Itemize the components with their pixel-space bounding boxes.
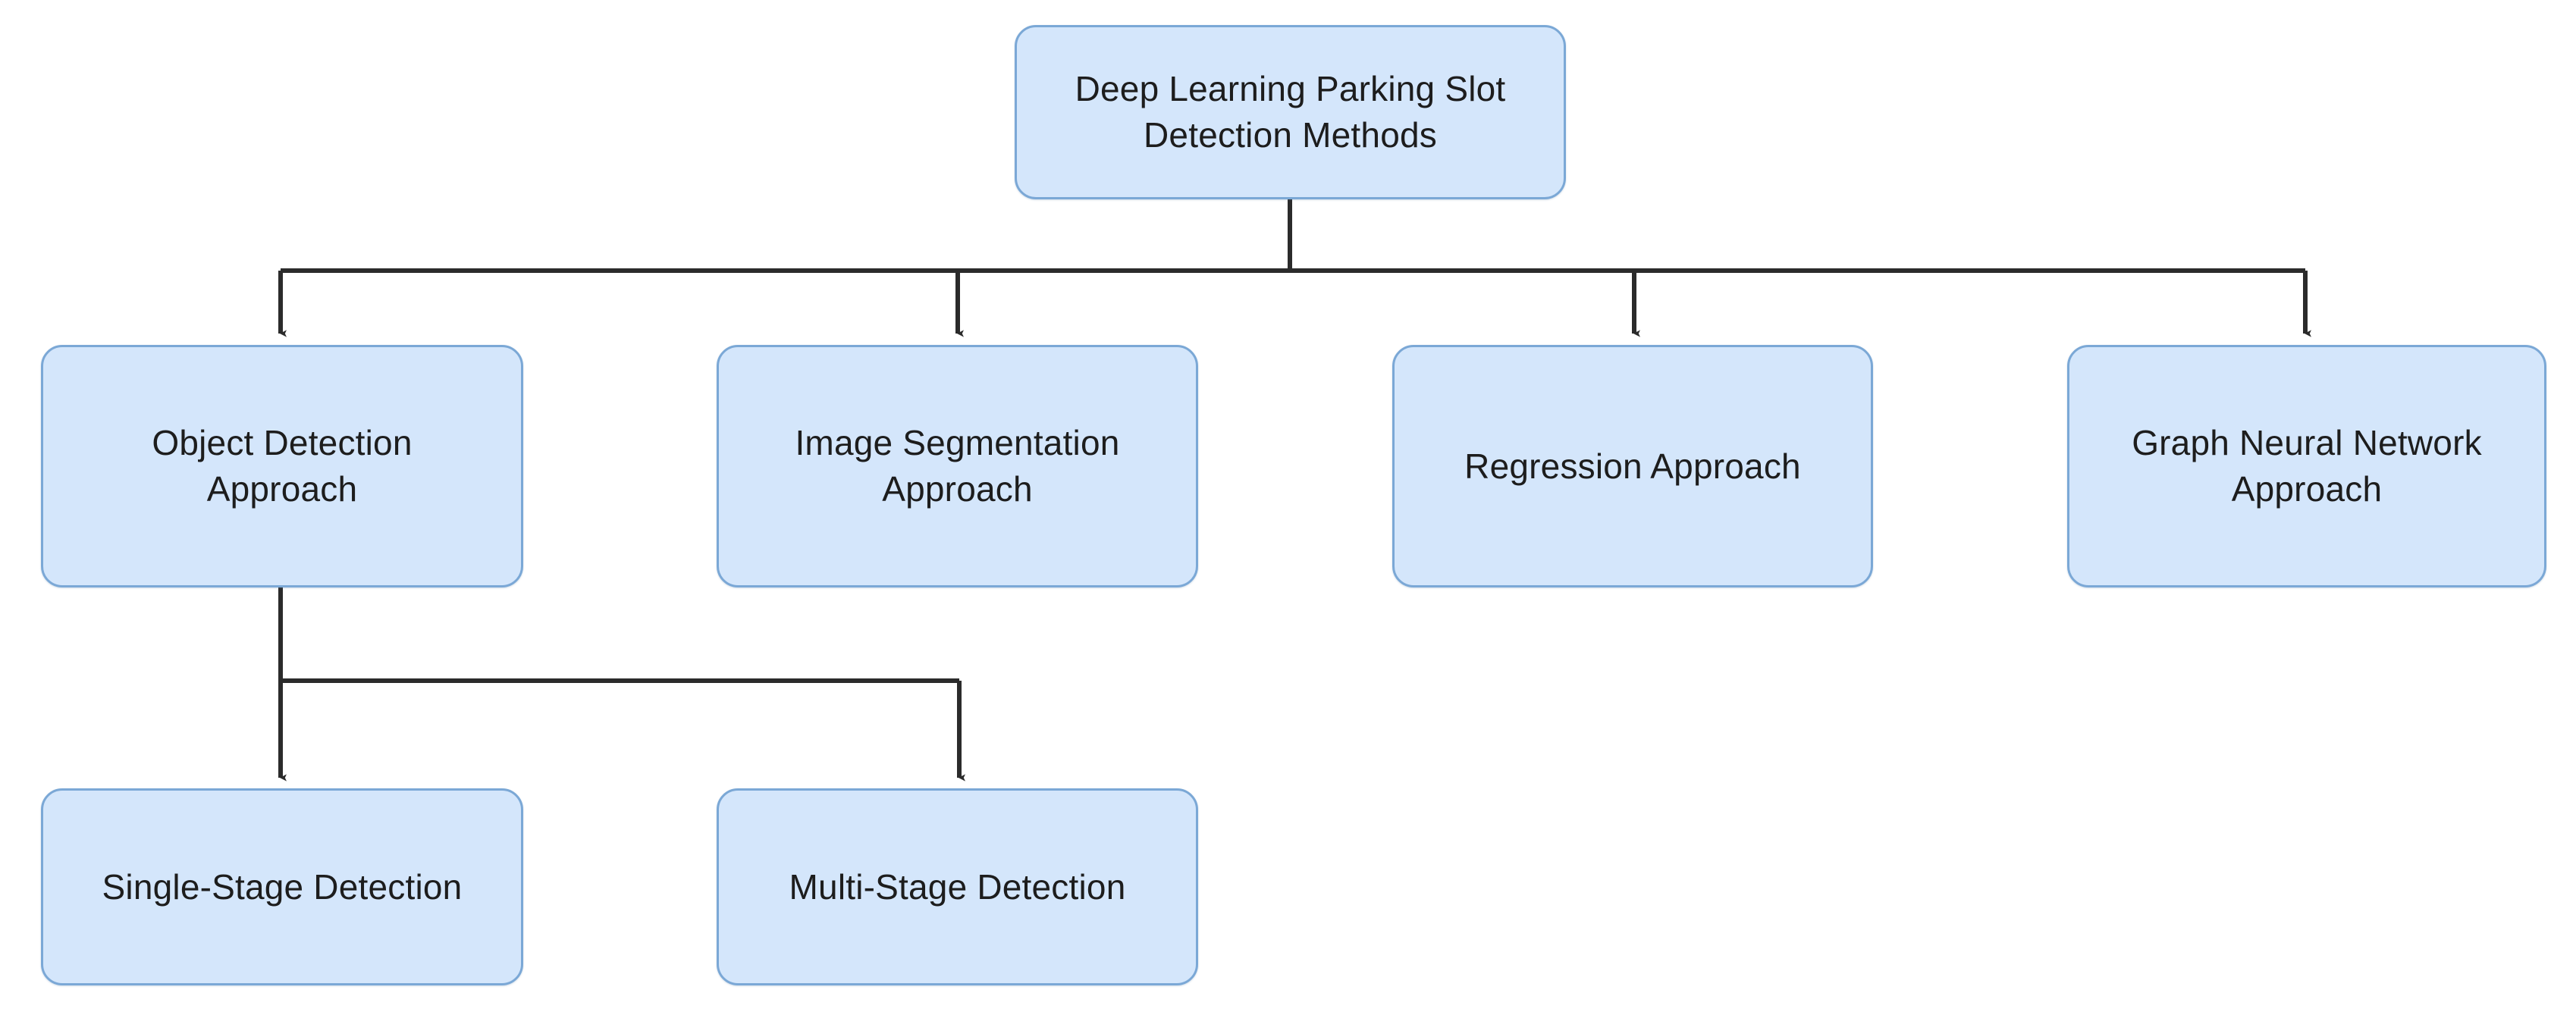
node-image-segmentation-approach[interactable]: Image Segmentation Approach — [717, 345, 1198, 587]
node-single-stage-detection-label: Single-Stage Detection — [102, 866, 463, 907]
node-regression-approach-label: Regression Approach — [1464, 446, 1801, 486]
node-root-label: Deep Learning Parking Slot Detection Met… — [1075, 69, 1506, 155]
node-single-stage-detection[interactable]: Single-Stage Detection — [41, 788, 523, 985]
node-multi-stage-detection[interactable]: Multi-Stage Detection — [717, 788, 1198, 985]
node-image-segmentation-approach-label: Image Segmentation Approach — [795, 423, 1120, 509]
node-regression-approach[interactable]: Regression Approach — [1392, 345, 1873, 587]
node-root[interactable]: Deep Learning Parking Slot Detection Met… — [1015, 25, 1566, 199]
node-graph-neural-network-approach[interactable]: Graph Neural Network Approach — [2067, 345, 2546, 587]
node-multi-stage-detection-label: Multi-Stage Detection — [789, 866, 1126, 907]
edge-root-to-level1 — [278, 199, 2311, 337]
edge-object-detection-to-level2 — [278, 587, 965, 782]
node-object-detection-approach-label: Object Detection Approach — [152, 423, 413, 509]
node-graph-neural-network-approach-label: Graph Neural Network Approach — [2132, 423, 2482, 509]
node-object-detection-approach[interactable]: Object Detection Approach — [41, 345, 523, 587]
